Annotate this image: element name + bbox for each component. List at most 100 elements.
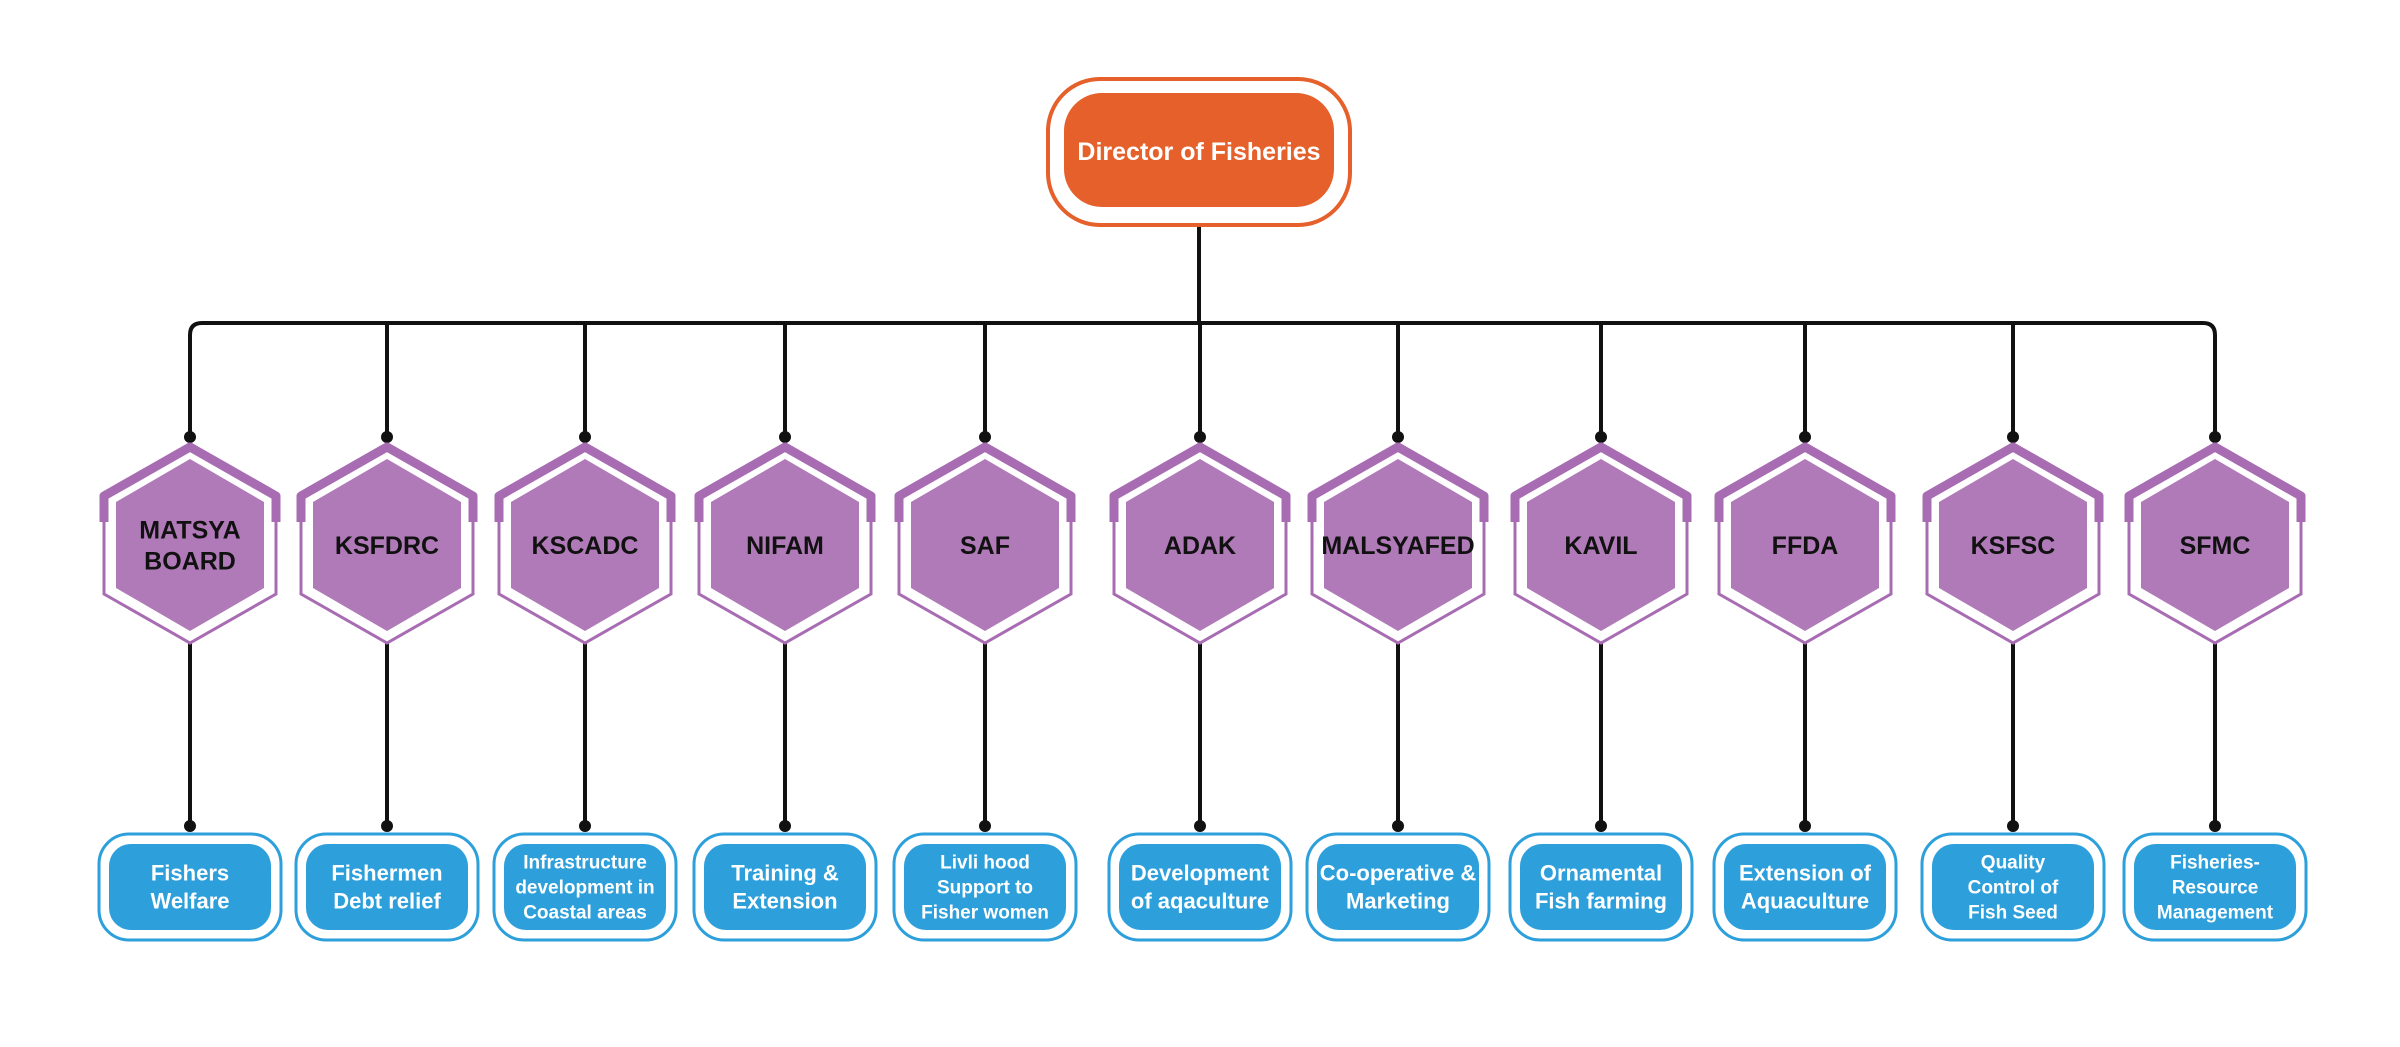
connector-dot — [1392, 820, 1404, 832]
function-node-label: Training &Extension — [731, 861, 839, 914]
org-node-label: ADAK — [1164, 532, 1236, 560]
function-node-outline — [892, 832, 1078, 942]
org-node: SAF — [894, 442, 1076, 645]
org-node-fill — [313, 459, 461, 631]
org-node-cap — [296, 442, 478, 522]
org-node-cap — [99, 442, 281, 522]
org-node-fill — [1126, 459, 1274, 631]
connector-dot — [2209, 820, 2221, 832]
connector-dot — [2007, 431, 2019, 443]
function-node: Training &Extension — [692, 832, 878, 942]
connector-dot — [579, 431, 591, 443]
org-node-fill — [1324, 459, 1472, 631]
org-node-cap — [694, 442, 876, 522]
function-node-fill — [2134, 844, 2296, 930]
org-node-fill — [1939, 459, 2087, 631]
org-node: KSCADC — [494, 442, 676, 645]
connector-dot — [381, 820, 393, 832]
function-node-fill — [1932, 844, 2094, 930]
org-node-cap — [494, 442, 676, 522]
function-node-fill — [504, 844, 666, 930]
org-node-label: FFDA — [1772, 532, 1839, 560]
org-node-cap — [1307, 442, 1489, 522]
function-node: Co-operative &Marketing — [1305, 832, 1491, 942]
org-node-label: KSFDRC — [335, 532, 439, 560]
connector-dot — [1392, 431, 1404, 443]
org-node-label: KAVIL — [1564, 532, 1637, 560]
org-node-label: MALSYAFED — [1321, 532, 1474, 560]
org-node-label: KSCADC — [532, 532, 639, 560]
function-node-fill — [1520, 844, 1682, 930]
org-node-label: NIFAM — [746, 532, 824, 560]
org-node-fill — [1527, 459, 1675, 631]
connector-dot — [184, 431, 196, 443]
org-node: KSFSC — [1922, 442, 2104, 645]
connector-dot — [1799, 431, 1811, 443]
org-node: ADAK — [1109, 442, 1291, 645]
function-node-fill — [904, 844, 1066, 930]
function-node-outline — [2122, 832, 2308, 942]
connector-dot — [779, 820, 791, 832]
org-node-cap — [1510, 442, 1692, 522]
connector-dot — [779, 431, 791, 443]
connector-dot — [184, 820, 196, 832]
org-node: KSFDRC — [296, 442, 478, 645]
connector-dot — [2209, 431, 2221, 443]
bus-line — [188, 321, 2217, 437]
function-node-fill — [1119, 844, 1281, 930]
function-node-outline — [492, 832, 678, 942]
org-node-cap — [1109, 442, 1291, 522]
org-node: NIFAM — [694, 442, 876, 645]
connector-dot — [979, 431, 991, 443]
org-node-fill — [1731, 459, 1879, 631]
org-node-cap — [2124, 442, 2306, 522]
connector-dot — [1799, 820, 1811, 832]
connector-dot — [1595, 431, 1607, 443]
org-node: SFMC — [2124, 442, 2306, 645]
function-node-outline — [1107, 832, 1293, 942]
function-node-fill — [1724, 844, 1886, 930]
connector-dot — [1194, 431, 1206, 443]
org-node-cap — [1714, 442, 1896, 522]
org-node: KAVIL — [1510, 442, 1692, 645]
org-node-fill — [911, 459, 1059, 631]
connector-dot — [579, 820, 591, 832]
org-node-fill — [116, 459, 264, 631]
connector-dot — [381, 431, 393, 443]
connector-dot — [979, 820, 991, 832]
function-node-fill — [1317, 844, 1479, 930]
root-node-label: Director of Fisheries — [1077, 138, 1320, 166]
org-node-label: SAF — [960, 532, 1010, 560]
org-node-fill — [511, 459, 659, 631]
connector-dot — [2007, 820, 2019, 832]
org-node-label: SFMC — [2180, 532, 2251, 560]
function-node-outline — [1920, 832, 2106, 942]
org-node: MALSYAFED — [1307, 442, 1489, 645]
root-node-outline — [1046, 77, 1352, 227]
root-node-fill — [1064, 93, 1334, 207]
connector-dot — [1595, 820, 1607, 832]
org-node: FFDA — [1714, 442, 1896, 645]
